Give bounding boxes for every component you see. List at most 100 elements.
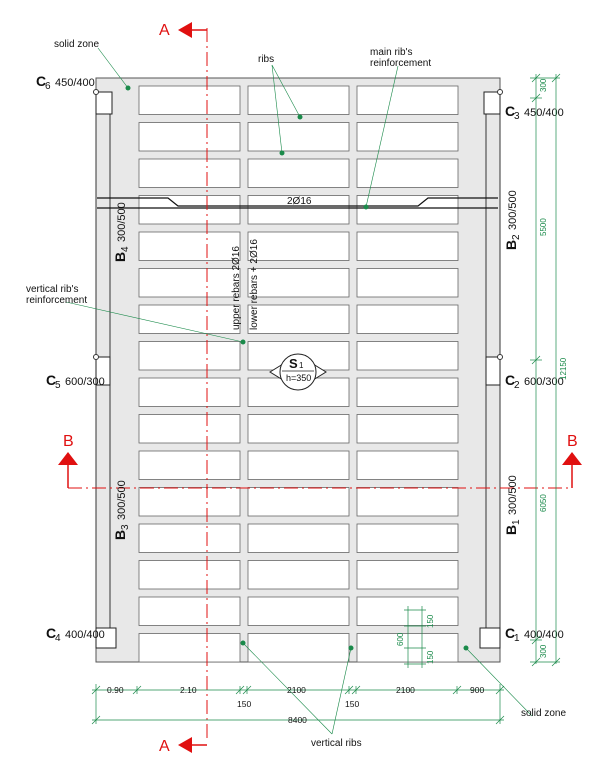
svg-text:C: C	[505, 372, 515, 388]
column-label-c4: C 4 400/400	[46, 625, 105, 644]
dim-900: 900	[470, 685, 484, 695]
rib-void	[247, 560, 350, 590]
dim-2100-a: 2100	[287, 685, 306, 695]
rib-void	[138, 231, 241, 261]
rib-void	[247, 487, 350, 517]
svg-text:B: B	[503, 525, 519, 535]
slab-tag-index: 1	[299, 361, 304, 370]
column-c2	[485, 356, 501, 386]
rib-void	[138, 341, 241, 371]
column-c3	[483, 91, 501, 115]
ribs-label: ribs	[258, 54, 274, 65]
svg-text:300/500: 300/500	[507, 475, 519, 515]
beam-label-b3: B 3 300/500	[112, 480, 131, 540]
column-marker-c2	[497, 354, 503, 360]
column-label-c2: C 2 600/300	[505, 372, 564, 391]
solid-zone-bottom-label: solid zone	[521, 708, 566, 719]
section-a-top-label: A	[159, 22, 170, 39]
right-dimension-lines	[530, 73, 561, 667]
svg-text:C: C	[36, 73, 46, 89]
svg-text:C: C	[46, 625, 56, 641]
dim-090: 0.90	[107, 685, 124, 695]
rib-void	[356, 341, 459, 371]
rib-void	[138, 158, 241, 188]
rib-void	[138, 450, 241, 480]
rib-void	[247, 304, 350, 334]
column-label-c5: C 5 600/300	[46, 372, 105, 391]
rib-void	[138, 195, 241, 225]
vertical-ribs-label: vertical ribs	[311, 738, 362, 749]
svg-text:4: 4	[55, 633, 61, 644]
solid-zone-top-label: solid zone	[54, 39, 99, 50]
column-c5	[95, 356, 111, 386]
svg-text:300/500: 300/500	[116, 480, 128, 520]
rib-void	[138, 85, 241, 115]
svg-text:B: B	[503, 240, 519, 250]
column-c1	[479, 627, 501, 649]
rib-void	[356, 122, 459, 152]
svg-text:C: C	[46, 372, 56, 388]
svg-text:2: 2	[511, 234, 522, 240]
rib-void	[356, 487, 459, 517]
rib-void	[247, 195, 350, 225]
rib-void	[138, 560, 241, 590]
svg-text:450/400: 450/400	[55, 77, 95, 89]
svg-text:300/500: 300/500	[507, 190, 519, 230]
dim-12150: 12150	[559, 357, 568, 380]
main-rib-rebar-upper	[97, 197, 498, 207]
rib-void	[356, 195, 459, 225]
svg-text:600/300: 600/300	[524, 376, 564, 388]
slab-tag-letter: S	[289, 356, 298, 371]
column-c4	[95, 627, 117, 649]
rib-void	[356, 231, 459, 261]
dim-150-inner-a: 150	[426, 614, 435, 628]
main-rib-reinforcement-label-1: main rib's	[370, 47, 412, 58]
svg-text:4: 4	[120, 246, 131, 252]
svg-text:3: 3	[514, 111, 520, 122]
column-marker-c6	[93, 89, 99, 95]
beam-label-b4: B 4 300/500	[112, 202, 131, 262]
rib-void	[138, 596, 241, 626]
svg-text:300/500: 300/500	[116, 202, 128, 242]
dim-600: 600	[396, 632, 405, 646]
rib-void	[247, 158, 350, 188]
dim-6050: 6050	[539, 494, 548, 512]
svg-text:C: C	[505, 625, 515, 641]
lower-rebars-label: lower rebars + 2Ø16	[249, 239, 260, 330]
svg-text:400/400: 400/400	[524, 629, 564, 641]
dim-150-bottom-b: 150	[345, 699, 359, 709]
main-rebar-label: 2Ø16	[287, 196, 312, 207]
svg-text:6: 6	[45, 81, 51, 92]
rib-void	[138, 304, 241, 334]
rib-void	[247, 414, 350, 444]
rib-void	[356, 560, 459, 590]
rib-void	[356, 268, 459, 298]
column-label-c6: C 6 450/400	[36, 73, 95, 92]
rib-void	[356, 596, 459, 626]
dim-300-bottom: 300	[539, 644, 548, 658]
section-b-left-label: B	[63, 433, 74, 450]
rib-void	[356, 523, 459, 553]
dim-150-bottom-a: 150	[237, 699, 251, 709]
rib-voids	[138, 85, 459, 663]
column-label-c3: C 3 450/400	[505, 103, 564, 122]
rib-void	[356, 414, 459, 444]
rib-void	[247, 596, 350, 626]
svg-text:B: B	[112, 530, 128, 540]
dim-150-inner-b: 150	[426, 650, 435, 664]
svg-text:1: 1	[511, 519, 522, 525]
bottom-dimension-lines	[91, 684, 505, 725]
rib-void	[138, 377, 241, 407]
rib-void	[356, 85, 459, 115]
svg-text:5: 5	[55, 380, 61, 391]
column-marker-c3	[497, 89, 503, 95]
upper-rebars-label: upper rebars 2Ø16	[231, 246, 242, 330]
section-a-bottom-arrow	[178, 737, 192, 753]
section-b-right-label: B	[567, 433, 578, 450]
rib-void	[247, 85, 350, 115]
svg-text:450/400: 450/400	[524, 107, 564, 119]
rib-void	[356, 450, 459, 480]
vertical-rib-reinforcement-label-1: vertical rib's	[26, 284, 78, 295]
svg-text:B: B	[112, 252, 128, 262]
